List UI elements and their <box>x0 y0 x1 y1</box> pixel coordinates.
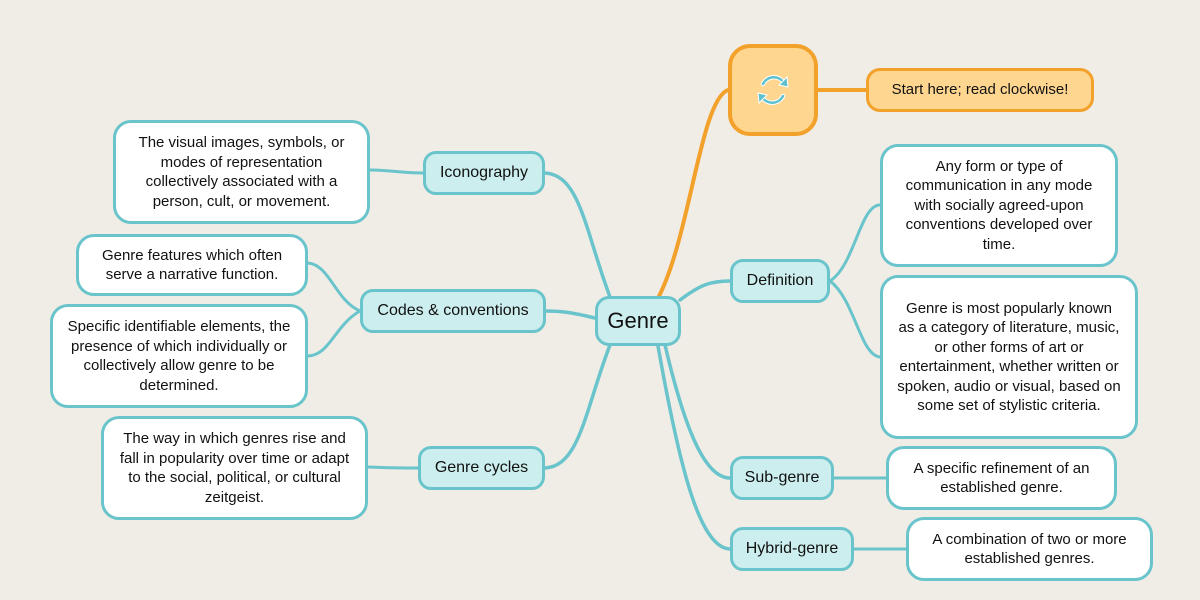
topic-genre-cycles[interactable]: Genre cycles <box>418 446 545 490</box>
start-here-note[interactable]: Start here; read clockwise! <box>866 68 1094 112</box>
note-codes-narrative[interactable]: Genre features which often serve a narra… <box>76 234 308 296</box>
link-center-iconography <box>543 171 612 299</box>
note-codes-narrative-text: Genre features which often serve a narra… <box>101 246 283 284</box>
note-iconography[interactable]: The visual images, symbols, or modes of … <box>113 120 370 224</box>
refresh-cycle-icon <box>757 75 789 105</box>
link-center-codes <box>544 309 597 320</box>
note-codes-elements[interactable]: Specific identifiable elements, the pres… <box>50 304 308 408</box>
center-topic-genre[interactable]: Genre <box>595 296 681 346</box>
link-iconography-note <box>368 168 425 175</box>
topic-hybrid-label: Hybrid-genre <box>745 540 839 558</box>
topic-codes-conventions[interactable]: Codes & conventions <box>360 289 546 333</box>
note-sub-genre[interactable]: A specific refinement of an established … <box>886 446 1117 510</box>
link-center-definition <box>678 279 732 302</box>
link-center-start <box>655 88 730 302</box>
topic-iconography-label: Iconography <box>439 164 529 182</box>
start-here-label: Start here; read clockwise! <box>891 81 1069 99</box>
topic-definition-label: Definition <box>746 272 814 290</box>
topic-iconography[interactable]: Iconography <box>423 151 545 195</box>
link-center-cycles <box>543 343 612 470</box>
topic-hybrid-genre[interactable]: Hybrid-genre <box>730 527 854 571</box>
note-iconography-text: The visual images, symbols, or modes of … <box>138 134 345 210</box>
note-definition-communication-text: Any form or type of communication in any… <box>905 157 1093 253</box>
topic-subgenre-label: Sub-genre <box>744 469 820 487</box>
topic-codes-label: Codes & conventions <box>377 302 529 320</box>
note-definition-category[interactable]: Genre is most popularly known as a categ… <box>880 275 1138 439</box>
note-genre-cycles[interactable]: The way in which genres rise and fall in… <box>101 416 368 520</box>
link-center-subgenre <box>663 343 732 480</box>
note-definition-communication[interactable]: Any form or type of communication in any… <box>880 144 1118 267</box>
link-cycles-note <box>366 465 420 470</box>
topic-sub-genre[interactable]: Sub-genre <box>730 456 834 500</box>
note-hybrid-text: A combination of two or more established… <box>932 530 1127 568</box>
note-hybrid-genre[interactable]: A combination of two or more established… <box>906 517 1153 581</box>
note-definition-category-text: Genre is most popularly known as a categ… <box>897 299 1121 415</box>
topic-cycles-label: Genre cycles <box>434 459 529 477</box>
link-codes-note2 <box>306 309 362 358</box>
note-subgenre-text: A specific refinement of an established … <box>913 459 1090 497</box>
link-definition-note2 <box>828 279 882 359</box>
start-icon-box[interactable] <box>728 44 818 136</box>
link-center-hybrid <box>656 344 732 551</box>
link-definition-note1 <box>828 203 882 283</box>
link-codes-note1 <box>306 261 362 313</box>
note-codes-elements-text: Specific identifiable elements, the pres… <box>67 318 291 394</box>
topic-definition[interactable]: Definition <box>730 259 830 303</box>
note-cycles-text: The way in which genres rise and fall in… <box>119 430 350 506</box>
center-topic-label: Genre <box>607 308 669 334</box>
